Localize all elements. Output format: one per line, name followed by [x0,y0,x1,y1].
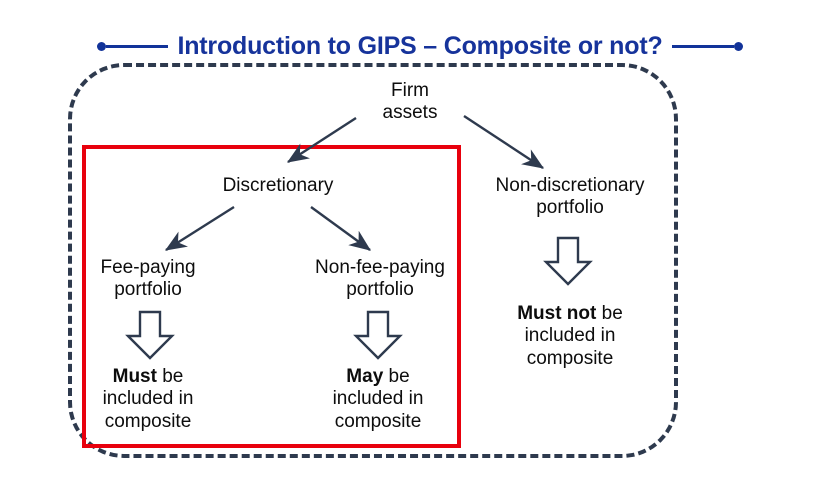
page-title-text: Introduction to GIPS – Composite or not? [177,31,663,60]
node-must-not-outcome-line1: Must not be [490,303,650,325]
node-non-fee-paying: Non-fee-paying portfolio [295,257,465,302]
node-non-fee-paying-line1: Non-fee-paying [315,257,445,278]
dot-icon [733,41,743,51]
line-icon [671,44,734,48]
node-non-discretionary-line2: portfolio [536,197,604,219]
node-may-outcome-line1: May be [308,366,448,388]
line-icon [106,44,169,48]
dot-icon [97,41,107,51]
node-non-discretionary: Non-discretionary portfolio [480,175,660,220]
node-firm-assets-line1: Firm [391,80,429,101]
node-non-discretionary-line1: Non-discretionary [495,175,645,196]
node-must-outcome-line1: Must be [78,366,218,388]
node-may-outcome-line3: composite [334,410,422,432]
node-must-outcome-rest: be [156,366,184,387]
firm-assets-boundary [68,63,678,458]
node-must-outcome-line3: composite [104,410,192,432]
page-title: Introduction to GIPS – Composite or not? [0,24,840,68]
node-fee-paying-line1: Fee-paying [100,257,196,278]
node-may-outcome-line2: included in [332,388,424,410]
node-non-fee-paying-line2: portfolio [346,279,414,301]
node-discretionary-line1: Discretionary [222,175,334,196]
node-must-not-outcome-emphasis: Must not [517,303,597,324]
node-must-outcome-emphasis: Must [112,366,157,387]
node-may-outcome-rest: be [383,366,410,387]
node-fee-paying-line2: portfolio [114,279,182,301]
node-must-not-outcome-line2: included in [524,325,616,347]
title-left-decoration [97,41,169,51]
node-must-outcome-line2: included in [102,388,194,410]
node-must-not-outcome-line3: composite [526,347,614,369]
node-must-not-outcome: Must not be included in composite [490,303,650,370]
node-must-not-outcome-rest: be [596,303,623,324]
node-discretionary: Discretionary [198,175,358,197]
node-firm-assets: Firm assets [340,80,480,125]
node-may-outcome-emphasis: May [346,366,384,387]
node-firm-assets-line2: assets [382,102,438,124]
composite-eligible-highlight-box [82,145,461,448]
title-right-decoration [671,41,743,51]
node-fee-paying: Fee-paying portfolio [78,257,218,302]
node-may-outcome: May be included in composite [308,366,448,433]
node-must-outcome: Must be included in composite [78,366,218,433]
